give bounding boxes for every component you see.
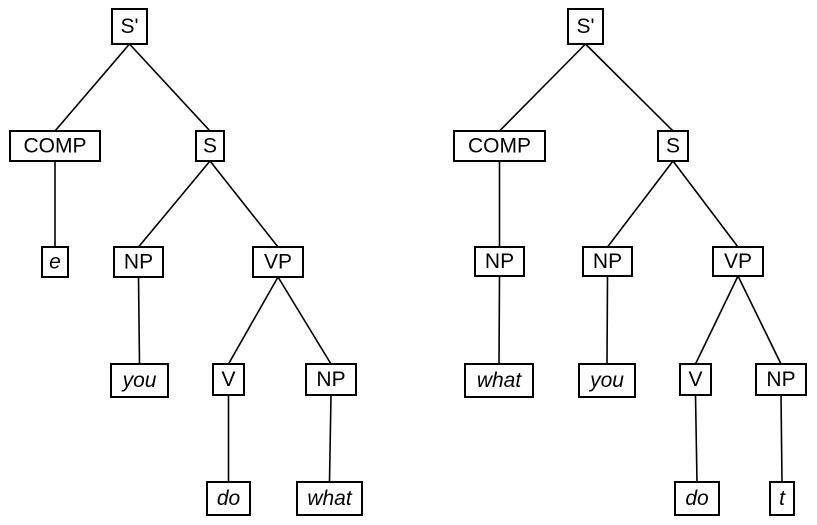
tree-edge-r-vp-to-r-npobj — [737, 275, 782, 365]
tree-edge-l-s1-to-l-s — [128, 43, 211, 132]
tree-edge-r-s1-to-r-comp — [498, 43, 587, 132]
tree-node-do-leaf: do — [206, 481, 251, 516]
node-box — [657, 130, 689, 162]
tree-edge-l-s-to-l-npsubj — [137, 160, 211, 248]
node-box — [110, 363, 169, 398]
tree-edge-r-v-to-r-do — [694, 394, 698, 483]
tree-node-s: S' — [567, 8, 604, 45]
node-box — [212, 363, 245, 396]
node-label: S' — [576, 15, 594, 38]
tree-node-s: S — [195, 130, 225, 162]
node-label: COMP — [468, 135, 531, 158]
tree-node-e-leaf: e — [41, 246, 69, 278]
tree-node-you-leaf: you — [578, 363, 636, 398]
node-label: NP — [316, 368, 345, 391]
tree-edge-r-s-to-r-npsubj — [606, 160, 674, 248]
node-box — [195, 130, 225, 162]
node-label: do — [217, 487, 241, 510]
node-box — [296, 481, 363, 516]
tree-edges — [54, 43, 332, 483]
node-box — [567, 8, 604, 45]
node-box — [9, 130, 101, 162]
tree-node-vp: VP — [712, 246, 764, 277]
node-box — [41, 246, 69, 278]
node-label: NP — [485, 250, 514, 273]
node-label: you — [121, 369, 157, 392]
node-label: S' — [120, 15, 138, 38]
tree-edge-l-vp-to-l-npobj — [277, 276, 332, 365]
node-label: e — [49, 251, 61, 274]
tree-node-np: NP — [113, 246, 164, 278]
node-label: S — [203, 135, 217, 158]
tree-edge-r-s-to-r-vp — [672, 160, 739, 248]
tree-edge-l-s1-to-l-comp — [54, 43, 131, 132]
node-label: VP — [724, 250, 752, 273]
node-box — [769, 481, 795, 516]
tree-node-t-leaf: t — [769, 481, 795, 516]
tree-edge-r-vp-to-r-v — [694, 275, 739, 365]
node-box — [474, 246, 525, 277]
node-box — [453, 130, 546, 162]
tree-node-comp: COMP — [9, 130, 101, 162]
node-box — [578, 363, 636, 398]
tree-edges — [498, 43, 783, 483]
node-label: NP — [593, 250, 622, 273]
tree-edge-l-vp-to-l-v — [227, 276, 279, 365]
node-box — [305, 363, 357, 396]
tree-node-comp: COMP — [453, 130, 546, 162]
tree-node-np: NP — [474, 246, 525, 277]
node-box — [712, 246, 764, 277]
node-label: t — [779, 487, 786, 510]
node-box — [674, 481, 720, 516]
tree-edge-l-s-to-l-vp — [209, 160, 279, 248]
tree-node-what-leaf: what — [296, 481, 363, 516]
tree-node-v: V — [212, 363, 245, 396]
tree-node-you-leaf: you — [110, 363, 169, 398]
node-label: V — [688, 368, 702, 391]
node-box — [252, 246, 304, 278]
node-label: NP — [766, 368, 795, 391]
tree-edge-l-npobj-to-l-what — [328, 394, 332, 483]
tree-edge-r-npsubj-to-r-you — [606, 275, 609, 365]
node-label: COMP — [24, 135, 87, 158]
tree-node-np: NP — [755, 363, 807, 396]
tree-node-np: NP — [305, 363, 357, 396]
node-box — [755, 363, 807, 396]
node-box — [111, 8, 148, 45]
tree-node-do-leaf: do — [674, 481, 720, 516]
tree-node-vp: VP — [252, 246, 304, 278]
tree-edge-l-npsubj-to-l-you — [137, 276, 141, 365]
tree-node-np: NP — [582, 246, 633, 277]
node-label: what — [477, 369, 523, 392]
node-label: V — [221, 368, 235, 391]
tree-edge-r-s1-to-r-s — [584, 43, 674, 132]
node-label: you — [588, 369, 624, 392]
tree-node-s: S — [657, 130, 689, 162]
tree-node-v: V — [679, 363, 712, 396]
node-box — [679, 363, 712, 396]
node-label: VP — [264, 251, 292, 274]
node-label: S — [666, 135, 680, 158]
node-box — [582, 246, 633, 277]
node-label: NP — [124, 251, 153, 274]
surface-structure-tree: S' COMP S NP NP VP what you V NP do t — [453, 8, 807, 516]
node-box — [464, 363, 534, 398]
tree-node-s: S' — [111, 8, 148, 45]
node-label: do — [685, 487, 709, 510]
tree-edge-r-npobj-to-r-t — [780, 394, 783, 483]
node-box — [206, 481, 251, 516]
node-box — [113, 246, 164, 278]
node-label: what — [307, 487, 353, 510]
tree-edge-r-npcomp-to-r-what — [498, 275, 501, 365]
tree-node-what-leaf: what — [464, 363, 534, 398]
